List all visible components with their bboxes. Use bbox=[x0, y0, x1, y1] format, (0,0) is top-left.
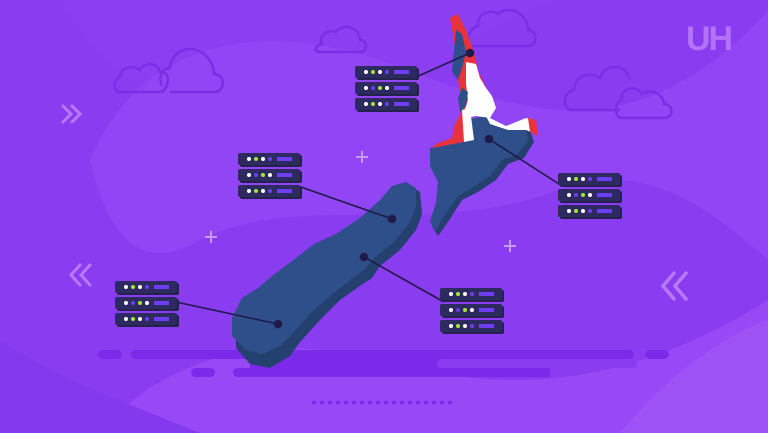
brand-logo: UH bbox=[686, 20, 733, 58]
server-rack-icon bbox=[355, 66, 417, 114]
cloud-icon bbox=[314, 25, 368, 54]
chevron-double-right-icon bbox=[61, 104, 83, 124]
cloud-icon bbox=[563, 65, 673, 120]
server-rack-icon bbox=[440, 288, 502, 336]
plus-icon bbox=[356, 151, 368, 163]
server-rack-icon bbox=[238, 153, 300, 201]
chevron-double-left-icon bbox=[660, 271, 688, 301]
chevron-double-left-icon bbox=[68, 263, 92, 287]
server-rack-icon bbox=[558, 173, 620, 221]
plus-icon bbox=[205, 231, 217, 243]
cloud-icon bbox=[466, 8, 537, 48]
plus-icon bbox=[504, 240, 516, 252]
server-rack-icon bbox=[115, 281, 177, 329]
cloud-icon bbox=[113, 47, 224, 94]
